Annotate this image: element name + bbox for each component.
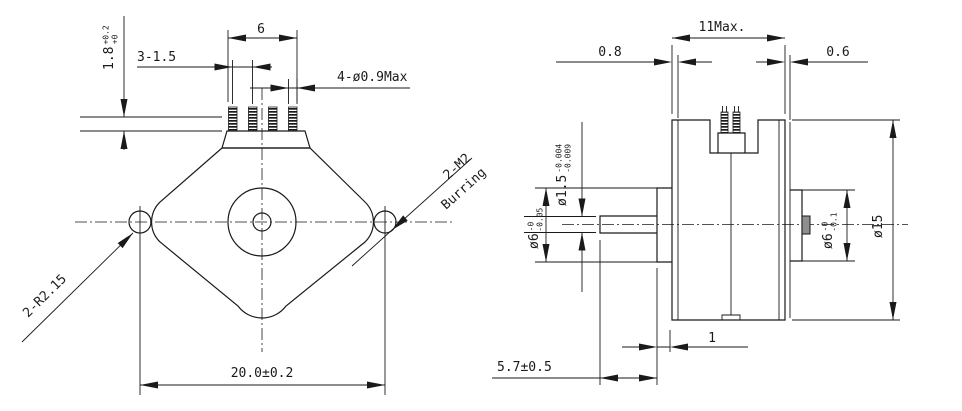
dimension-lines [535, 187, 657, 263]
dimension-lines [137, 60, 272, 104]
dim-shaft-length: 5.7±0.5 [492, 240, 657, 385]
dimension-arrows [228, 34, 297, 42]
leader-arrow [392, 215, 408, 230]
dim-outer-diameter: ø15 [792, 119, 900, 321]
dim-front-boss: 0.8 [556, 45, 712, 118]
leader-line [351, 157, 473, 267]
side-view: 11Max. 0.8 0.6 ø1.5-0.004-0.009 ø6-0-0.0… [492, 20, 908, 385]
callout-radius: 2-R2.15 [20, 232, 134, 343]
dim-body-length-label: 11Max. [699, 20, 746, 35]
dimension-lines [792, 119, 900, 321]
front-pilot-boss [656, 187, 672, 263]
dimension-arrows [654, 58, 696, 66]
dimension-lines [524, 122, 596, 292]
dimension-lines [622, 268, 748, 385]
dim-mounting-hole-spacing: 20.0±0.2 [139, 206, 386, 395]
dimension-arrows [542, 188, 550, 262]
front-view: 6 3-1.5 4-ø0.9Max 1.8+0.2+0 2-R2.15 [20, 16, 489, 395]
terminal-block-side [717, 132, 746, 153]
dim-pin-diameter: 4-ø0.9Max [250, 70, 410, 104]
dim-base-height: 1.8+0.2+0 [80, 16, 222, 150]
dim-front-pilot-diameter-label: ø6-0-0.05 [527, 207, 545, 249]
dimension-arrows [270, 84, 315, 92]
dim-pilot-length-label: 1 [708, 331, 716, 346]
output-shaft [599, 215, 657, 234]
leader-arrow [117, 233, 133, 249]
dim-shaft-diameter: ø1.5-0.004-0.009 [524, 122, 596, 292]
motor-body-outline [150, 147, 374, 319]
terminal-base [221, 130, 311, 149]
dim-rear-boss: 0.6 [756, 45, 868, 120]
callout-tap: 2-M2 Burring [351, 151, 489, 267]
rotor-boss-circle [227, 187, 297, 257]
dimension-lines [492, 240, 657, 385]
dim-pin-pitch: 3-1.5 [137, 50, 272, 104]
motor-can-outline [671, 119, 786, 321]
can-seam-lines [677, 120, 791, 320]
terminal-pins-side [720, 111, 741, 134]
dim-rear-pilot-diameter-label: ø6-0-0.1 [821, 212, 839, 249]
shaft-hole [252, 212, 272, 232]
dim-front-boss-label: 0.8 [598, 45, 621, 60]
dimension-lines [139, 206, 386, 395]
dimension-lines [756, 55, 868, 120]
dim-pin-group-width-label: 6 [257, 22, 265, 37]
dim-mounting-hole-spacing-label: 20.0±0.2 [231, 366, 294, 381]
dimension-arrows [843, 190, 851, 261]
dim-rear-boss-label: 0.6 [826, 45, 849, 60]
dimension-arrows [600, 374, 657, 382]
callout-radius-label: 2-R2.15 [20, 272, 70, 321]
dimension-arrows [767, 58, 808, 66]
dimension-lines [671, 37, 786, 114]
leader-line [21, 232, 134, 343]
dim-base-height-label: 1.8+0.2+0 [102, 25, 120, 70]
dim-pin-pitch-label: 3-1.5 [137, 50, 176, 65]
can-bottom-tab [721, 314, 741, 320]
rear-pilot-boss [790, 189, 803, 262]
dim-pin-group-width: 6 [227, 22, 298, 102]
dim-outer-diameter-label: ø15 [871, 215, 886, 238]
rear-shaft-stub [801, 215, 811, 235]
dimension-lines [556, 55, 712, 118]
dim-pin-diameter-label: 4-ø0.9Max [337, 70, 408, 85]
terminal-pins [228, 106, 298, 132]
dimension-arrows [639, 343, 688, 351]
dim-body-length: 11Max. [671, 20, 786, 114]
dimension-arrows [578, 198, 586, 251]
front-view-centerlines [75, 88, 455, 352]
dim-shaft-diameter-label: ø1.5-0.004-0.009 [555, 144, 573, 206]
dim-pilot-length: 1 [622, 268, 748, 385]
dimension-arrows [214, 63, 271, 71]
dim-rear-pilot-diameter: ø6-0-0.1 [802, 189, 855, 262]
terminal-pin-tips [722, 106, 739, 112]
dim-front-pilot-diameter: ø6-0-0.05 [527, 187, 657, 263]
dim-shaft-length-label: 5.7±0.5 [497, 360, 552, 375]
dimension-arrows [120, 99, 128, 149]
